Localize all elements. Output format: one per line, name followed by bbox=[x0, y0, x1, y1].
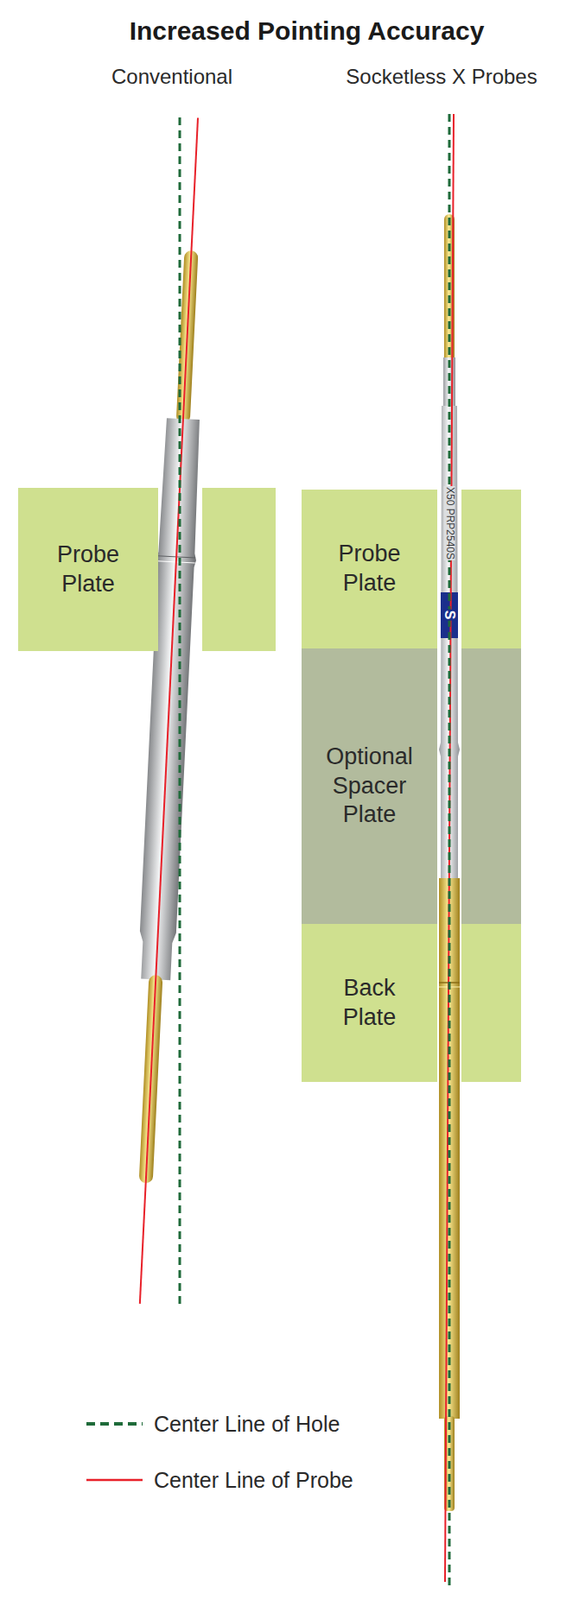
plate: Back Plate bbox=[301, 924, 438, 1083]
plate-label: Back Plate bbox=[318, 974, 421, 1034]
hole-centerline bbox=[448, 114, 452, 1589]
column-heading: Conventional bbox=[111, 65, 233, 89]
plate: Probe Plate bbox=[301, 489, 438, 649]
plate-label: Probe Plate bbox=[318, 540, 421, 599]
legend-text: Center Line of Probe bbox=[153, 1469, 354, 1495]
legend-sample bbox=[86, 1423, 143, 1427]
plate-part bbox=[461, 489, 522, 649]
legend-text: Center Line of Hole bbox=[153, 1412, 340, 1438]
title: Increased Pointing Accuracy bbox=[129, 16, 485, 46]
probe-centerline bbox=[139, 118, 198, 1305]
probe-marking: X50 PRP2540S bbox=[443, 486, 455, 561]
hole-centerline bbox=[178, 117, 182, 1308]
plate-part bbox=[461, 924, 522, 1083]
column-heading: Socketless X Probes bbox=[345, 65, 537, 89]
plate-label: Optional Spacer Plate bbox=[318, 743, 421, 831]
plate-part bbox=[202, 488, 276, 652]
probe-marking: S bbox=[441, 610, 458, 622]
plate-part bbox=[461, 648, 522, 925]
plate-label: Probe Plate bbox=[37, 540, 140, 600]
plate: Optional Spacer Plate bbox=[301, 648, 438, 925]
conventional-probe bbox=[120, 116, 218, 1306]
plate: Probe Plate bbox=[18, 488, 159, 652]
legend-sample bbox=[86, 1480, 143, 1483]
